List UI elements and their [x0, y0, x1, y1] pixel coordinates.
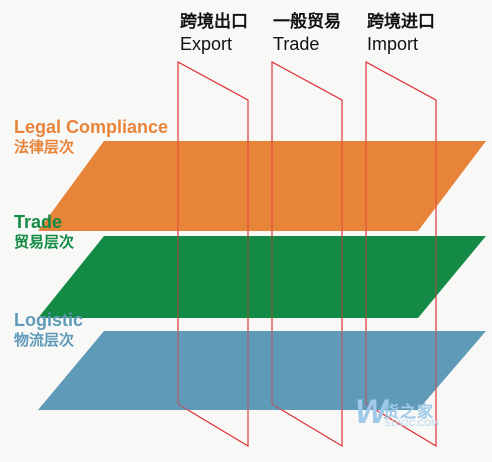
layer-title-en: Logistic	[14, 310, 84, 330]
layer-label-logistic: Logistic 物流层次	[14, 309, 83, 351]
layer-label-trade: Trade 贸易层次	[14, 211, 74, 253]
trade-band	[38, 236, 486, 318]
layer-title-en: Legal Compliance	[14, 117, 169, 137]
layer-title-en: Trade	[14, 212, 63, 232]
layer-title-zh: 贸易层次	[14, 234, 75, 251]
column-title-zh: 跨境进口	[367, 12, 435, 31]
layer-title-zh: 法律层次	[14, 139, 75, 156]
column-title-en: Trade	[273, 34, 320, 54]
import-column-frame	[365, 61, 437, 447]
watermark-url: 51W2C.COM	[385, 418, 439, 428]
layer-title-zh: 物流层次	[14, 332, 75, 349]
column-title-zh: 跨境出口	[180, 12, 248, 31]
column-title-en: Export	[180, 34, 233, 54]
column-header-import: 跨境进口 Import	[367, 10, 467, 56]
watermark-mark: W	[355, 393, 388, 431]
column-title-en: Import	[367, 34, 419, 54]
logistic-band	[38, 331, 486, 410]
column-header-export: 跨境出口 Export	[180, 10, 280, 56]
column-header-trade: 一般贸易 Trade	[273, 10, 373, 56]
export-column-frame	[177, 61, 249, 447]
layer-label-legal-compliance: Legal Compliance 法律层次	[14, 116, 168, 158]
watermark-text: 货之家	[383, 404, 435, 421]
trade-column-frame	[271, 61, 343, 447]
watermark-logo: W 货之家 51W2C.COM	[355, 392, 475, 436]
legal-compliance-band	[38, 141, 486, 231]
column-title-zh: 一般贸易	[273, 12, 341, 31]
